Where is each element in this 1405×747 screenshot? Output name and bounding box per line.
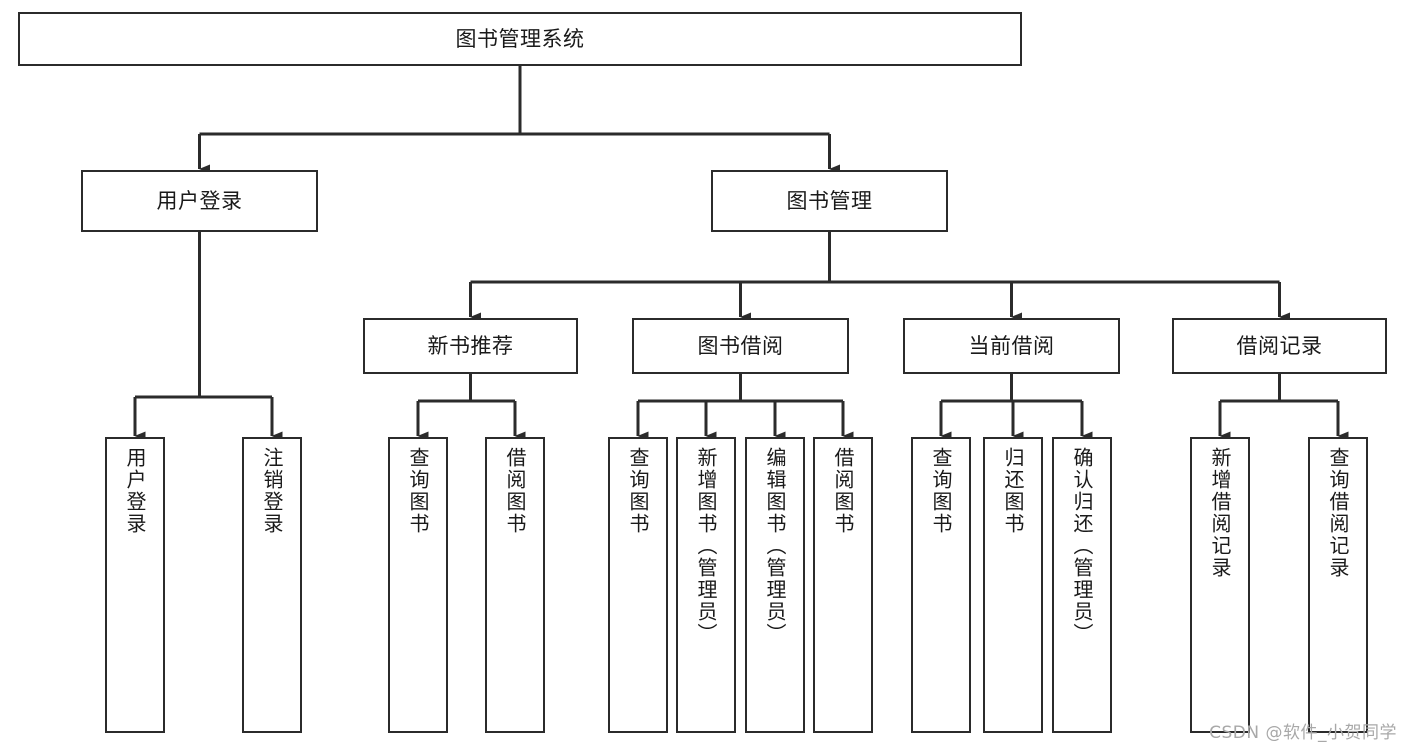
node-borrow[interactable]: 图书借阅 <box>632 318 849 374</box>
node-leaf-user-login[interactable]: 用户登录 <box>105 437 165 733</box>
node-label-leaf-record-query: 查询借阅记录 <box>1326 447 1350 579</box>
node-leaf-current-return[interactable]: 归还图书 <box>983 437 1043 733</box>
node-leaf-borrow-add[interactable]: 新增图书（管理员） <box>676 437 736 733</box>
node-label-leaf-user-login: 用户登录 <box>123 447 147 535</box>
node-label-leaf-user-logout: 注销登录 <box>260 447 284 535</box>
node-leaf-record-add[interactable]: 新增借阅记录 <box>1190 437 1250 733</box>
node-login[interactable]: 用户登录 <box>81 170 318 232</box>
node-label-leaf-current-return: 归还图书 <box>1001 447 1025 535</box>
node-label-leaf-current-query: 查询图书 <box>929 447 953 535</box>
node-label-leaf-current-confirm: 确认归还（管理员） <box>1070 447 1094 645</box>
node-label-leaf-new-query: 查询图书 <box>406 447 430 535</box>
node-label-login: 用户登录 <box>156 188 243 213</box>
node-label-current: 当前借阅 <box>968 333 1055 358</box>
node-label-root: 图书管理系统 <box>455 26 585 51</box>
node-label-records: 借阅记录 <box>1236 333 1323 358</box>
node-leaf-user-logout[interactable]: 注销登录 <box>242 437 302 733</box>
node-label-bookmgmt: 图书管理 <box>786 188 873 213</box>
node-leaf-record-query[interactable]: 查询借阅记录 <box>1308 437 1368 733</box>
node-leaf-new-query[interactable]: 查询图书 <box>388 437 448 733</box>
node-label-leaf-borrow-edit: 编辑图书（管理员） <box>763 447 787 645</box>
node-leaf-borrow-edit[interactable]: 编辑图书（管理员） <box>745 437 805 733</box>
node-bookmgmt[interactable]: 图书管理 <box>711 170 948 232</box>
node-records[interactable]: 借阅记录 <box>1172 318 1387 374</box>
node-leaf-current-query[interactable]: 查询图书 <box>911 437 971 733</box>
watermark-label: CSDN @软件_小贺同学 <box>1209 723 1397 743</box>
node-leaf-current-confirm[interactable]: 确认归还（管理员） <box>1052 437 1112 733</box>
node-label-leaf-record-add: 新增借阅记录 <box>1208 447 1232 579</box>
node-label-leaf-borrow-add: 新增图书（管理员） <box>694 447 718 645</box>
node-newbook[interactable]: 新书推荐 <box>363 318 578 374</box>
node-current[interactable]: 当前借阅 <box>903 318 1120 374</box>
node-leaf-borrow-lend[interactable]: 借阅图书 <box>813 437 873 733</box>
node-leaf-borrow-query[interactable]: 查询图书 <box>608 437 668 733</box>
node-label-borrow: 图书借阅 <box>697 333 784 358</box>
connector-lines <box>133 66 1349 441</box>
node-label-leaf-new-borrow: 借阅图书 <box>503 447 527 535</box>
node-leaf-new-borrow[interactable]: 借阅图书 <box>485 437 545 733</box>
node-root[interactable]: 图书管理系统 <box>18 12 1022 66</box>
node-label-newbook: 新书推荐 <box>427 333 514 358</box>
node-label-leaf-borrow-lend: 借阅图书 <box>831 447 855 535</box>
node-label-leaf-borrow-query: 查询图书 <box>626 447 650 535</box>
